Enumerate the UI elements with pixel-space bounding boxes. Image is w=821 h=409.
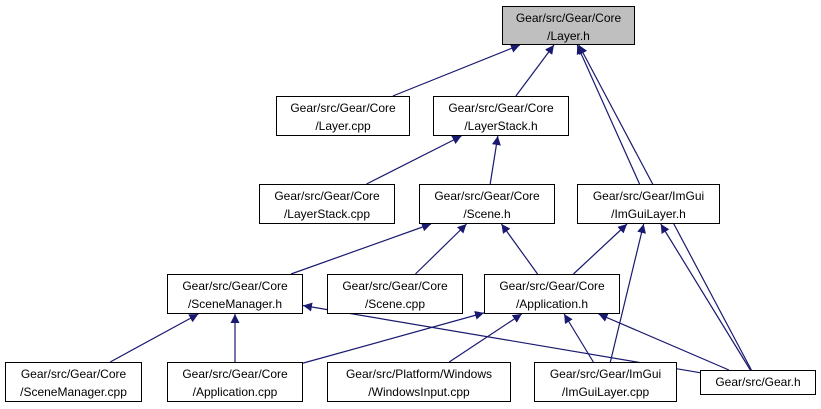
node-imguilayer-cpp-line2: /ImGuiLayer.cpp: [561, 385, 650, 399]
node-windowsinput-cpp-line2: /WindowsInput.cpp: [368, 385, 470, 399]
node-layerstack-h-line2: /LayerStack.h: [464, 119, 538, 133]
node-scenemanager-cpp[interactable]: Gear/src/Gear/Core /SceneManager.cpp: [5, 362, 142, 402]
edge-imguilayer_cpp-to-application_h: [563, 313, 594, 363]
edge-gear_h-to-imguilayer_h: [660, 223, 751, 371]
node-gear-h[interactable]: Gear/src/Gear.h: [700, 370, 816, 395]
edge-application_cpp-to-application_h: [302, 310, 485, 364]
edge-scene_cpp-to-scene_h: [415, 223, 467, 275]
edges: [109, 44, 752, 374]
node-scene-h[interactable]: Gear/src/Gear/Core /Scene.h: [419, 184, 555, 224]
node-layer-cpp-line2: /Layer.cpp: [315, 119, 371, 133]
node-imguilayer-cpp-line1: Gear/src/Gear/ImGui: [549, 367, 662, 381]
edge-application_h-to-imguilayer_h: [573, 223, 628, 275]
node-application-h-line1: Gear/src/Gear/Core: [499, 279, 605, 293]
node-scenemanager-h-line2: /SceneManager.h: [187, 297, 283, 311]
node-imguilayer-h-line1: Gear/src/Gear/ImGui: [592, 189, 705, 203]
node-scenemanager-h[interactable]: Gear/src/Gear/Core /SceneManager.h: [167, 274, 303, 314]
node-application-cpp-line1: Gear/src/Gear/Core: [182, 367, 288, 381]
edge-windowsinput_cpp-to-application_h: [448, 313, 523, 363]
node-layer-cpp[interactable]: Gear/src/Gear/Core /Layer.cpp: [276, 96, 410, 136]
edge-gear_h-to-scenemanager_h: [302, 302, 701, 374]
edge-application_h-to-scene_h: [500, 223, 539, 275]
node-imguilayer-cpp[interactable]: Gear/src/Gear/ImGui /ImGuiLayer.cpp: [534, 362, 677, 402]
node-layerstack-cpp-line2: /LayerStack.cpp: [283, 207, 371, 221]
edge-layerstack_cpp-to-layerstack_h: [366, 135, 462, 185]
node-scene-cpp-line2: /Scene.cpp: [364, 297, 426, 311]
edge-layer_cpp-to-layer_h: [392, 44, 521, 97]
node-scene-h-line2: /Scene.h: [463, 207, 511, 221]
node-scene-h-line1: Gear/src/Gear/Core: [434, 189, 540, 203]
node-application-h-line2: /Application.h: [515, 297, 589, 311]
node-application-h[interactable]: Gear/src/Gear/Core /Application.h: [484, 274, 620, 314]
edge-imguilayer_cpp-to-imguilayer_h: [609, 223, 646, 363]
node-layerstack-cpp-line1: Gear/src/Gear/Core: [274, 189, 380, 203]
node-application-cpp[interactable]: Gear/src/Gear/Core /Application.cpp: [167, 362, 303, 402]
edge-scenemanager_h-to-scene_h: [290, 222, 432, 275]
edge-gear_h-to-application_h: [598, 313, 730, 371]
node-layer-h[interactable]: Gear/src/Gear/Core /Layer.h: [502, 6, 635, 45]
node-layerstack-h-line1: Gear/src/Gear/Core: [448, 101, 554, 115]
node-windowsinput-cpp[interactable]: Gear/src/Platform/Windows /WindowsInput.…: [327, 362, 511, 402]
edge-imguilayer_h-to-layer_h: [576, 44, 641, 185]
node-layerstack-cpp[interactable]: Gear/src/Gear/Core /LayerStack.cpp: [259, 184, 395, 224]
node-scene-cpp-line1: Gear/src/Gear/Core: [342, 279, 448, 293]
node-scene-cpp[interactable]: Gear/src/Gear/Core /Scene.cpp: [327, 274, 463, 314]
node-imguilayer-h[interactable]: Gear/src/Gear/ImGui /ImGuiLayer.h: [577, 184, 720, 224]
node-layer-h-line1: Gear/src/Gear/Core: [515, 11, 622, 25]
node-application-cpp-line2: /Application.cpp: [192, 385, 278, 399]
node-scenemanager-cpp-line1: Gear/src/Gear/Core: [20, 367, 127, 381]
edge-layerstack_h-to-layer_h: [515, 44, 555, 97]
edge-scene_h-to-layerstack_h: [489, 135, 501, 185]
node-layer-h-line2: /Layer.h: [547, 29, 590, 43]
node-layer-cpp-line1: Gear/src/Gear/Core: [290, 101, 396, 115]
node-gear-h-line1: Gear/src/Gear.h: [715, 375, 801, 389]
node-layerstack-h[interactable]: Gear/src/Gear/Core /LayerStack.h: [433, 96, 569, 136]
node-scenemanager-cpp-line2: /SceneManager.cpp: [20, 385, 127, 399]
node-imguilayer-h-line2: /ImGuiLayer.h: [611, 207, 686, 221]
edge-scenemanager_cpp-to-scenemanager_h: [109, 313, 199, 363]
node-windowsinput-cpp-line1: Gear/src/Platform/Windows: [345, 367, 493, 381]
node-scenemanager-h-line1: Gear/src/Gear/Core: [182, 279, 288, 293]
